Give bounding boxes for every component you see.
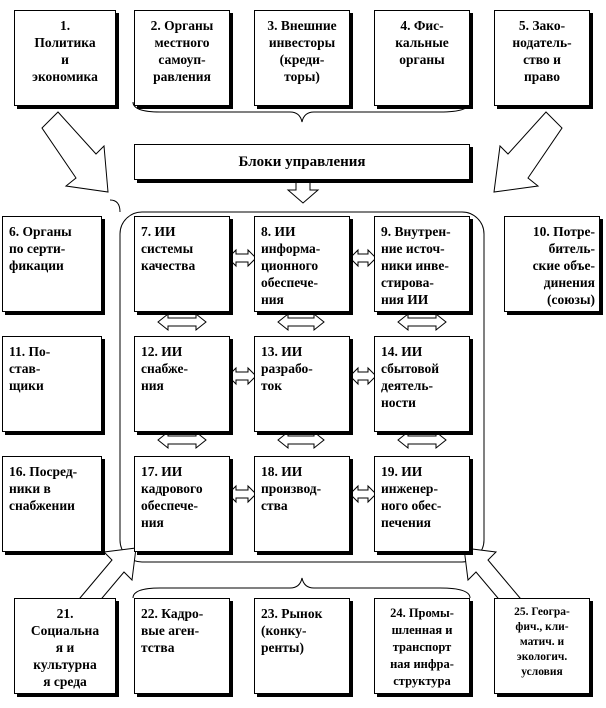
h-arrow-8-9 [349,248,377,268]
box-10-consumer-unions: 10. Потре- битель- ские объе- динения (с… [504,216,600,312]
bottom-brace [132,577,471,599]
box-23-market: 23. Рынок (конку- ренты) [254,598,350,694]
box-17-personnel: 17. ИИ кадрового обеспече- ния [134,456,230,552]
h-arrow-18-19 [349,484,377,504]
h-arrow-12-13 [227,366,257,386]
h-arrow-7-8 [227,248,257,268]
box-5-legislation: 5. Зако- нодатель- ство и право [494,10,590,106]
box-24-infrastructure: 24. Промы- шленная и транспорт ная инфра… [374,598,470,694]
box-7-quality-system: 7. ИИ системы качества [134,216,230,312]
box-11-suppliers: 11. По- став- щики [2,336,102,432]
box-19-engineering: 19. ИИ инженер- ного обес- печения [374,456,470,552]
v-arrow-8-13 [277,312,325,332]
box-12-supply: 12. ИИ снабже- ния [134,336,230,432]
h-arrow-13-14 [349,366,377,386]
title-down-arrow [286,181,320,204]
left-bracket [109,199,121,213]
v-arrow-7-12 [157,312,207,332]
h-arrow-17-18 [227,484,257,504]
v-arrow-13-18 [277,430,325,450]
box-21-social-cultural: 21. Социальна я и культурна я среда [14,598,116,694]
box-8-information-support: 8. ИИ информа- ционного обеспече- ния [254,216,350,312]
box-4-fiscal-bodies: 4. Фис- кальные органы [374,10,470,106]
box-16-supply-intermediaries: 16. Посред- ники в снабжении [2,456,102,552]
box-13-development: 13. ИИ разрабо- ток [254,336,350,432]
box-6-certification-bodies: 6. Органы по серти- фикации [2,216,102,312]
diag-arrow-top-left [41,111,109,193]
box-1-politics-economy: 1. Политика и экономика [14,10,116,106]
box-2-local-government: 2. Органы местного самоуп- равления [134,10,230,106]
box-25-geographic-conditions: 25. Геогра- фич., кли- матич. и экологич… [494,598,590,694]
box-9-internal-investment: 9. Внутрен- ние источ- ники инве- стиров… [374,216,470,312]
box-22-recruitment-agencies: 22. Кадро- вые аген- тства [134,598,230,694]
box-3-external-investors: 3. Внешние инвесторы (креди- торы) [254,10,350,106]
box-18-production: 18. ИИ производ- ства [254,456,350,552]
management-blocks-title: Блоки управления [134,144,470,180]
v-arrow-14-19 [397,430,447,450]
box-14-sales: 14. ИИ сбытовой деятель- ности [374,336,470,432]
v-arrow-9-14 [397,312,447,332]
v-arrow-12-17 [157,430,207,450]
diag-arrow-top-right [493,111,563,193]
